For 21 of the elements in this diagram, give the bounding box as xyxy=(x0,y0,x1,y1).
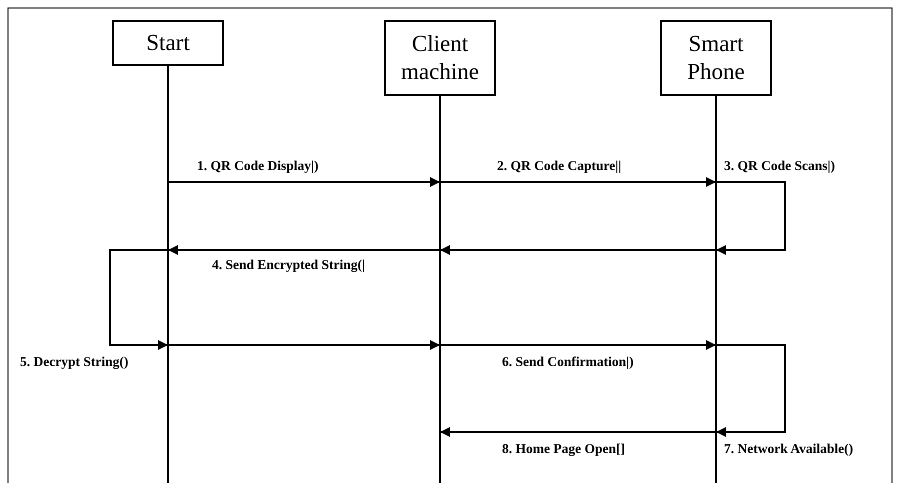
message-arrow xyxy=(440,427,716,437)
message-label: 3. QR Code Scans|) xyxy=(722,158,837,174)
participant-box: Start xyxy=(112,20,224,66)
participant-box: Smart Phone xyxy=(660,20,772,96)
message-arrow xyxy=(109,249,168,350)
participant-box: Client machine xyxy=(384,20,496,96)
message-label: 4. Send Encrypted String(| xyxy=(210,257,367,273)
message-arrow xyxy=(440,340,716,350)
message-label: 6. Send Confirmation|) xyxy=(500,354,636,370)
message-arrow xyxy=(168,245,440,255)
message-arrow xyxy=(168,340,440,350)
message-label: 1. QR Code Display|) xyxy=(195,158,320,174)
message-label: 2. QR Code Capture|| xyxy=(495,158,624,174)
message-arrow xyxy=(716,344,786,437)
message-arrow xyxy=(716,181,786,255)
message-label: 8. Home Page Open[] xyxy=(500,441,627,457)
message-arrow xyxy=(440,245,716,255)
message-label: 7. Network Available() xyxy=(722,441,856,457)
message-arrow xyxy=(168,177,440,187)
message-arrow xyxy=(440,177,716,187)
message-label: 5. Decrypt String() xyxy=(18,354,130,370)
